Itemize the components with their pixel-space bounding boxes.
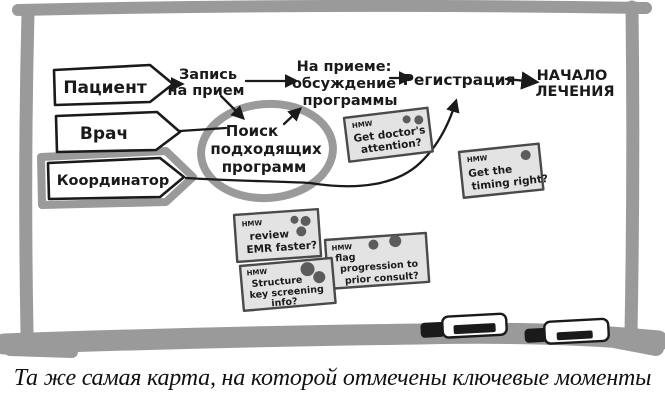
flow-step-appointment: На приеме: обсуждение программы xyxy=(292,59,398,109)
flow-text-line: на прием xyxy=(167,83,244,99)
sticky-note-line: review xyxy=(249,228,290,243)
sticky-note-tag: HMW xyxy=(352,120,374,130)
role-tag-doctor: Врач xyxy=(54,110,182,154)
flow-text-line: обсуждение xyxy=(292,76,396,92)
flow-text-line: Поиск xyxy=(226,122,278,140)
flow-step-program-search: Поиск подходящих программ xyxy=(210,122,322,176)
sticky-note-paper xyxy=(342,106,434,163)
flow-step-treatment-start: НАЧАЛО ЛЕЧЕНИЯ xyxy=(535,68,614,100)
flow-text-line: На приеме: xyxy=(297,59,392,75)
arrow-registration-to-start xyxy=(504,71,540,90)
marker-label xyxy=(556,330,593,341)
marker-label xyxy=(453,323,496,335)
magnet-dot xyxy=(368,239,379,250)
magnet-dot xyxy=(300,216,311,227)
magnet-dot xyxy=(313,271,326,284)
sticky-note-doctors-attention: HMW Get doctor's attention? xyxy=(342,106,434,163)
flow-text-line: ЛЕЧЕНИЯ xyxy=(535,84,614,100)
sticky-note-tag: HMW xyxy=(241,219,262,228)
flow-step-booking: Запись на прием xyxy=(167,67,244,99)
flow-text-line: программы xyxy=(303,93,398,109)
whiteboard-frame-left xyxy=(19,5,35,339)
magnet-dot xyxy=(520,150,531,161)
highlight-outline-coordinator xyxy=(37,147,197,209)
sticky-note-line: Get the xyxy=(468,164,513,181)
flow-connectors xyxy=(170,71,540,188)
highlight-circle-program-search xyxy=(197,99,337,203)
sticky-note-line: info? xyxy=(271,296,298,309)
whiteboard-foot-left xyxy=(4,344,78,358)
flow-text-line: Регистрация xyxy=(403,71,516,89)
whiteboard-foot-right xyxy=(606,332,664,356)
magnet-dot xyxy=(414,115,424,125)
flow-text-line: Запись xyxy=(179,67,237,83)
whiteboard-frame-top xyxy=(12,0,652,16)
sticky-note-line: flag xyxy=(335,252,356,264)
role-tag-label: Врач xyxy=(80,124,128,144)
role-tag-shape xyxy=(52,63,175,107)
sticky-note-flag-progression: HMW flag progression to prior consult? xyxy=(323,231,431,291)
role-tag-label: Пациент xyxy=(63,78,146,98)
sticky-note-tag: HMW xyxy=(466,154,488,164)
marker-pen-icon xyxy=(524,317,610,345)
flow-text-line: НАЧАЛО xyxy=(537,68,608,84)
magnet-dot xyxy=(402,115,411,124)
role-tag-coordinator: Координатор xyxy=(46,156,186,201)
role-tag-shape xyxy=(46,156,186,201)
magnet-dot xyxy=(296,226,307,237)
line-doctor-to-search xyxy=(178,126,228,133)
marker-cap xyxy=(420,321,445,338)
sticky-note-tag: HMW xyxy=(331,243,352,252)
sticky-note-tag: HMW xyxy=(246,268,267,278)
caption: Та же самая карта, на которой отмечены к… xyxy=(13,365,652,391)
role-tag-patient: Пациент xyxy=(52,63,175,107)
sticky-note-structure-info: HMW Structure key screening info? xyxy=(238,256,337,313)
marker-pen-icon xyxy=(420,312,508,339)
flow-step-registration: Регистрация xyxy=(403,71,516,89)
sticky-note-timing-right: HMW Get the timing right? xyxy=(457,142,549,199)
role-tag-label: Координатор xyxy=(57,173,170,189)
arrow-search-to-appointment xyxy=(282,107,303,126)
marker-cap xyxy=(524,328,547,343)
whiteboard-frame-right xyxy=(624,0,640,341)
sticky-note-line: EMR faster? xyxy=(246,239,317,256)
curve-coordinator-to-registration xyxy=(184,98,460,188)
magnet-dot xyxy=(290,215,299,224)
flow-text-line: подходящих xyxy=(210,140,322,158)
magnet-dot xyxy=(300,262,315,277)
sticky-note-review-emr: HMW review EMR faster? xyxy=(232,207,323,264)
magnet-dot xyxy=(389,235,402,248)
sticky-note-paper xyxy=(232,207,323,264)
sticky-note-line: prior consult? xyxy=(345,271,420,287)
sticky-note-line: progression to xyxy=(340,259,419,275)
flow-text-line: программ xyxy=(222,158,307,176)
arrow-booking-to-search xyxy=(219,94,245,120)
sticky-note-line: Structure xyxy=(251,275,303,290)
role-tag-shape xyxy=(54,110,182,154)
